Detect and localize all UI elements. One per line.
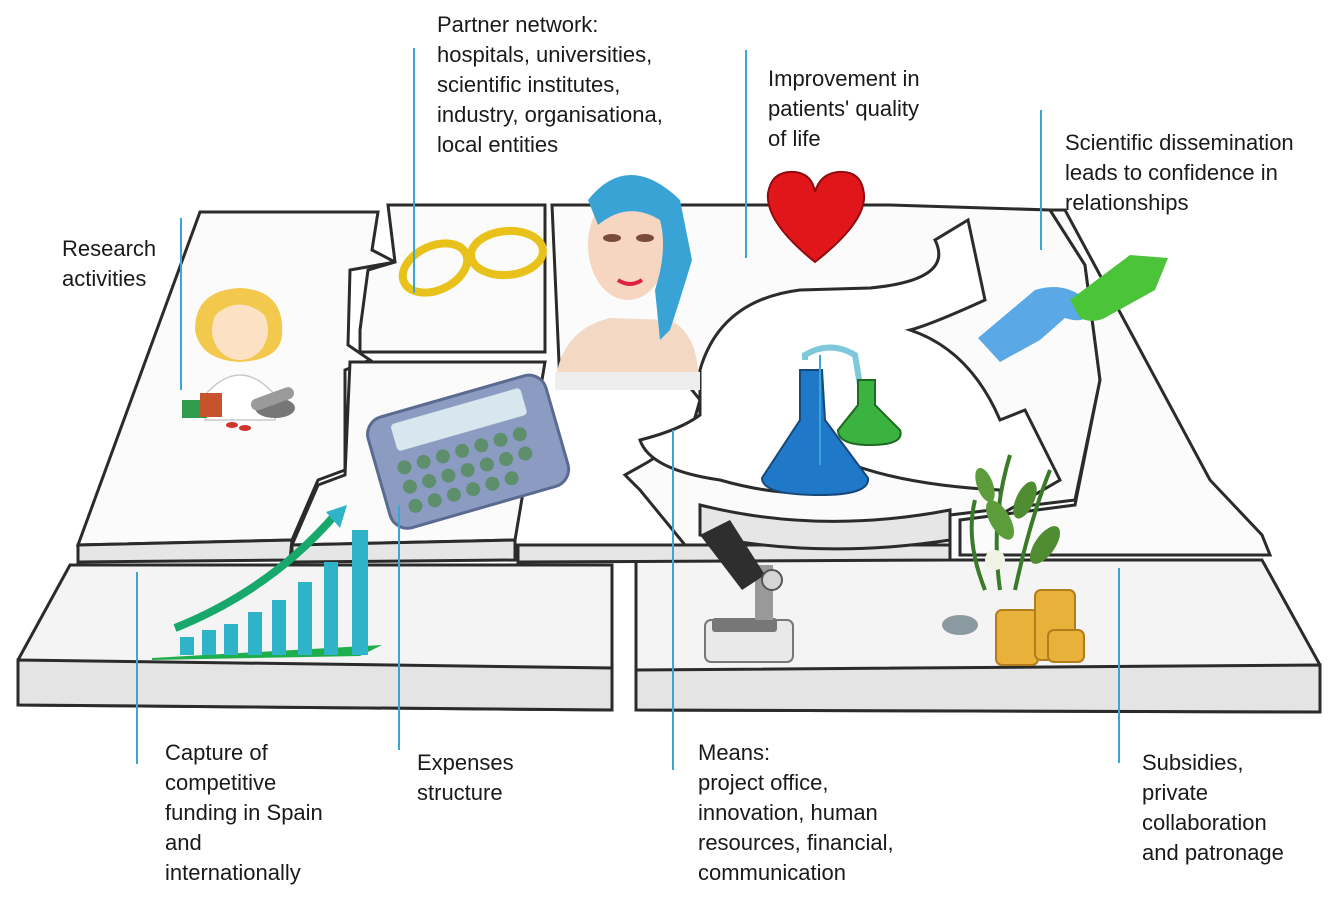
connector-means: [672, 430, 674, 770]
connector-research: [180, 218, 182, 390]
connector-funding: [136, 572, 138, 764]
connector-flask: [819, 355, 821, 465]
calculator-icon: [366, 373, 571, 530]
label-research-activities: Research activities: [62, 236, 157, 291]
growth-chart-icon: [152, 505, 382, 660]
heart-icon: [766, 170, 866, 264]
connector-partner: [413, 48, 415, 293]
microscope-icon: [700, 520, 794, 663]
label-scientific-dissemination: Scientific dissemination leads to confid…: [1065, 130, 1294, 215]
label-improvement: Improvement in patients' quality of life: [768, 66, 920, 151]
researcher-icon: [182, 288, 295, 431]
handshake-icon: [978, 255, 1168, 362]
label-expenses-structure: Expenses structure: [417, 750, 514, 805]
patient-icon: [555, 175, 700, 390]
label-means: Means: project office, innovation, human…: [698, 740, 894, 885]
label-partner-network: Partner network: hospitals, universities…: [437, 12, 663, 157]
coins-plant-icon: [942, 454, 1085, 666]
label-subsidies: Subsidies, private collaboration and pat…: [1142, 750, 1284, 865]
connector-dissemination: [1040, 110, 1042, 250]
connector-improvement: [745, 50, 747, 258]
rings-icon: [398, 226, 547, 297]
connector-subsidies: [1118, 568, 1120, 763]
label-capture-funding: Capture of competitive funding in Spain …: [165, 740, 323, 885]
flasks-icon: [760, 344, 902, 497]
connector-expenses: [398, 505, 400, 750]
customer-relationships-block: [958, 208, 1273, 557]
